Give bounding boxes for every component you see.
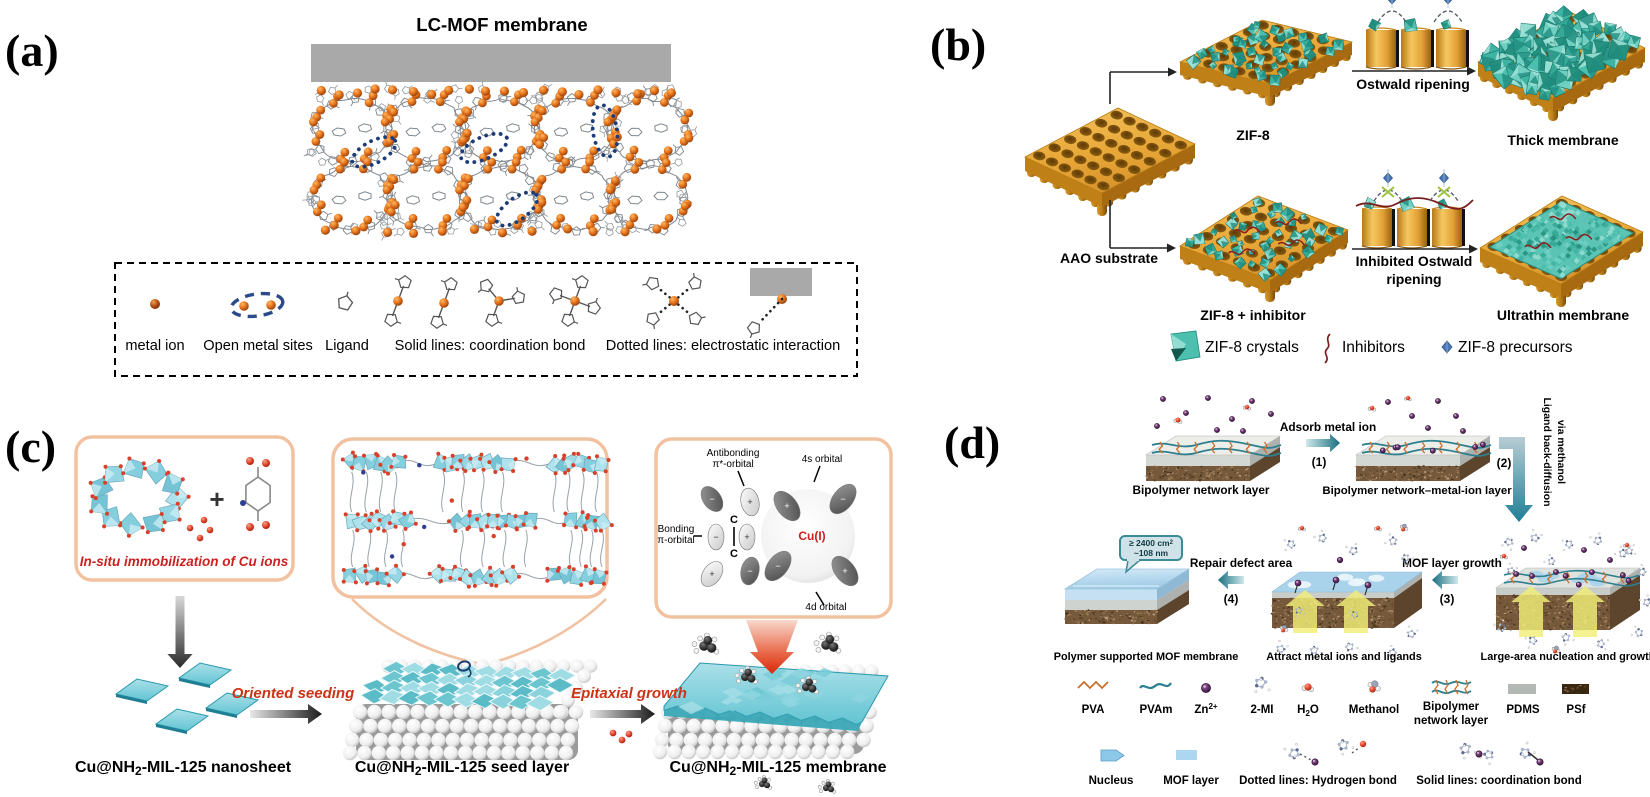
- svg-text:Bipolymer: Bipolymer: [1423, 701, 1480, 713]
- svg-text:Dotted lines: electrostatic in: Dotted lines: electrostatic interaction: [606, 338, 840, 354]
- svg-text:−: −: [713, 532, 718, 542]
- svg-text:Epitaxial growth: Epitaxial growth: [571, 685, 687, 702]
- svg-text:+: +: [784, 501, 789, 511]
- svg-text:Polymer supported MOF membrane: Polymer supported MOF membrane: [1054, 651, 1239, 663]
- svg-text:4d orbital: 4d orbital: [805, 602, 846, 613]
- svg-text:PVA: PVA: [1082, 704, 1105, 716]
- svg-text:AAO substrate: AAO substrate: [1060, 250, 1158, 266]
- svg-text:Solid lines: coordination bond: Solid lines: coordination bond: [1416, 775, 1581, 787]
- svg-text:ZIF-8 crystals: ZIF-8 crystals: [1205, 339, 1299, 356]
- svg-text:−: −: [709, 494, 714, 504]
- svg-text:π*-orbital: π*-orbital: [712, 459, 753, 470]
- svg-text:Large-area nucleation and grow: Large-area nucleation and growth: [1481, 651, 1650, 663]
- svg-text:ripening: ripening: [1386, 271, 1441, 287]
- svg-text:In-situ immobilization of Cu i: In-situ immobilization of Cu ions: [80, 554, 289, 569]
- svg-text:Bipolymer network–metal-ion la: Bipolymer network–metal-ion layer: [1322, 485, 1512, 497]
- svg-text:Ligand back-diffusion: Ligand back-diffusion: [1541, 397, 1553, 506]
- svg-text:Inhibited Ostwald: Inhibited Ostwald: [1356, 253, 1473, 269]
- svg-text:Thick membrane: Thick membrane: [1507, 132, 1618, 148]
- svg-text:+: +: [709, 569, 714, 579]
- svg-text:Zn2+: Zn2+: [1194, 702, 1218, 716]
- svg-text:Oriented seeding: Oriented seeding: [232, 685, 355, 702]
- svg-text:via methanol: via methanol: [1555, 420, 1567, 484]
- svg-text:+: +: [747, 497, 752, 507]
- svg-text:π-orbital: π-orbital: [657, 535, 694, 546]
- svg-text:Solid lines: coordination bond: Solid lines: coordination bond: [395, 338, 586, 354]
- svg-text:(a): (a): [5, 25, 59, 76]
- svg-text:Cu@NH2-MIL-125 seed layer: Cu@NH2-MIL-125 seed layer: [355, 759, 569, 778]
- svg-text:+: +: [842, 566, 847, 576]
- svg-text:Ultrathin membrane: Ultrathin membrane: [1497, 307, 1629, 323]
- svg-text:H2O: H2O: [1297, 704, 1319, 718]
- svg-text:C: C: [730, 548, 738, 560]
- svg-text:Dotted lines: Hydrogen bond: Dotted lines: Hydrogen bond: [1239, 775, 1397, 787]
- svg-text:−: −: [840, 494, 845, 504]
- svg-text:(4): (4): [1224, 592, 1239, 606]
- svg-text:Nucleus: Nucleus: [1089, 775, 1134, 787]
- svg-text:Ligand: Ligand: [325, 338, 369, 354]
- svg-text:(b): (b): [930, 19, 986, 70]
- svg-text:Adsorb metal ion: Adsorb metal ion: [1280, 420, 1376, 434]
- svg-text:Bipolymer network layer: Bipolymer network layer: [1132, 483, 1269, 497]
- svg-text:(1): (1): [1312, 455, 1327, 469]
- svg-text:(c): (c): [5, 421, 56, 472]
- svg-text:Attract metal ions and ligands: Attract metal ions and ligands: [1266, 651, 1422, 663]
- svg-text:PSf: PSf: [1566, 704, 1585, 716]
- svg-text:−: −: [775, 561, 780, 571]
- svg-text:LC-MOF membrane: LC-MOF membrane: [416, 14, 588, 35]
- svg-text:Cu(I): Cu(I): [798, 529, 825, 543]
- svg-text:MOF layer growth: MOF layer growth: [1402, 556, 1502, 570]
- svg-text:Methanol: Methanol: [1349, 704, 1399, 716]
- svg-text:Repair defect area: Repair defect area: [1190, 556, 1293, 570]
- svg-text:4s orbital: 4s orbital: [802, 454, 843, 465]
- svg-text:ZIF-8 + inhibitor: ZIF-8 + inhibitor: [1200, 307, 1306, 323]
- svg-text:Bonding: Bonding: [658, 524, 695, 535]
- svg-text:network layer: network layer: [1414, 715, 1489, 727]
- svg-text:Cu@NH2-MIL-125 membrane: Cu@NH2-MIL-125 membrane: [670, 759, 887, 778]
- svg-text:MOF layer: MOF layer: [1163, 775, 1219, 787]
- svg-text:Antibonding: Antibonding: [707, 448, 760, 459]
- svg-text:Cu@NH2-MIL-125 nanosheet: Cu@NH2-MIL-125 nanosheet: [75, 759, 292, 778]
- svg-text:ZIF-8: ZIF-8: [1236, 127, 1270, 143]
- svg-text:~108 nm: ~108 nm: [1134, 548, 1169, 558]
- svg-text:PDMS: PDMS: [1506, 704, 1540, 716]
- svg-text:+: +: [209, 484, 224, 514]
- svg-text:−: −: [747, 566, 752, 576]
- svg-text:(2): (2): [1497, 456, 1512, 470]
- svg-text:C: C: [730, 514, 738, 526]
- svg-text:metal ion: metal ion: [125, 338, 184, 354]
- svg-text:(d): (d): [944, 417, 1000, 468]
- svg-text:(3): (3): [1440, 592, 1455, 606]
- svg-text:+: +: [744, 532, 749, 542]
- svg-text:ZIF-8 precursors: ZIF-8 precursors: [1458, 339, 1573, 356]
- svg-text:Open metal sites: Open metal sites: [203, 338, 313, 354]
- svg-text:PVAm: PVAm: [1139, 704, 1172, 716]
- svg-text:Ostwald ripening: Ostwald ripening: [1356, 76, 1470, 92]
- svg-text:Inhibitors: Inhibitors: [1342, 339, 1405, 356]
- svg-text:≥ 2400 cm2: ≥ 2400 cm2: [1129, 538, 1174, 548]
- svg-text:2-MI: 2-MI: [1251, 704, 1274, 716]
